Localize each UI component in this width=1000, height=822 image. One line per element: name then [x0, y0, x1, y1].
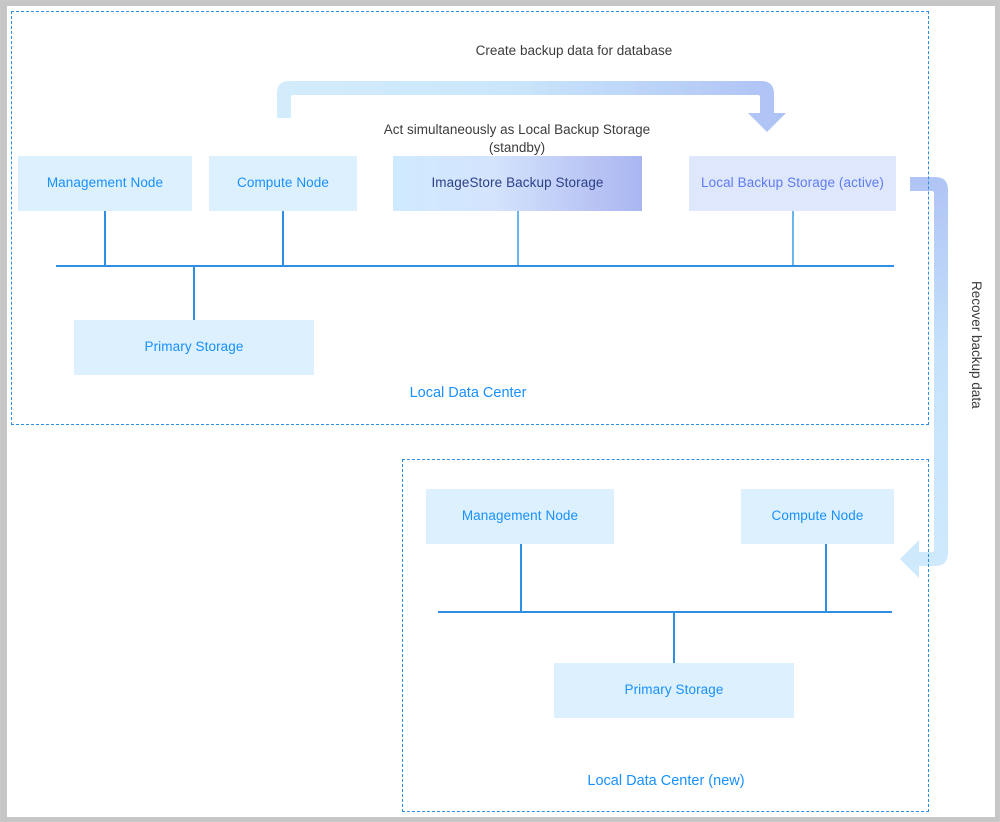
connector-management-node-top	[104, 211, 106, 266]
top-datacenter-label: Local Data Center	[409, 385, 527, 401]
recover-backup-label: Recover backup data	[969, 281, 984, 409]
create-backup-caption: Create backup data for database	[475, 43, 673, 58]
node-compute-node-bottom[interactable]: Compute Node	[741, 489, 894, 544]
connector-compute-node-bottom	[825, 544, 827, 611]
node-compute-node-top[interactable]: Compute Node	[209, 156, 357, 211]
top-datacenter-frame	[11, 11, 929, 425]
node-label: Management Node	[461, 508, 579, 524]
node-label: Compute Node	[771, 508, 864, 524]
node-label: Local Backup Storage (active)	[701, 175, 884, 191]
connector-primary-storage-top	[193, 265, 195, 320]
connector-compute-node-top	[282, 211, 284, 266]
node-label: Compute Node	[236, 175, 329, 191]
connector-imagestore-backup-storage	[517, 211, 519, 266]
node-label: ImageStore Backup Storage	[431, 175, 604, 191]
node-primary-storage-top[interactable]: Primary Storage	[74, 320, 314, 375]
node-label: Management Node	[46, 175, 164, 191]
bottom-datacenter-label: Local Data Center (new)	[587, 773, 745, 789]
node-management-node-top[interactable]: Management Node	[18, 156, 192, 211]
node-local-backup-storage-active[interactable]: Local Backup Storage (active)	[689, 156, 896, 211]
node-label: Primary Storage	[144, 339, 244, 355]
node-management-node-bottom[interactable]: Management Node	[426, 489, 614, 544]
connector-management-node-bottom	[520, 544, 522, 611]
standby-caption: Act simultaneously as Local Backup Stora…	[383, 122, 651, 156]
connector-local-backup-storage	[792, 211, 794, 266]
node-imagestore-backup-storage[interactable]: ImageStore Backup Storage	[393, 156, 642, 211]
node-label: Primary Storage	[624, 682, 724, 698]
node-primary-storage-bottom[interactable]: Primary Storage	[554, 663, 794, 718]
bottom-datacenter-frame	[402, 459, 929, 812]
diagram-background	[7, 6, 995, 817]
connector-primary-storage-bottom	[673, 611, 675, 663]
bus-line-top	[56, 265, 894, 267]
bus-line-bottom	[438, 611, 892, 613]
